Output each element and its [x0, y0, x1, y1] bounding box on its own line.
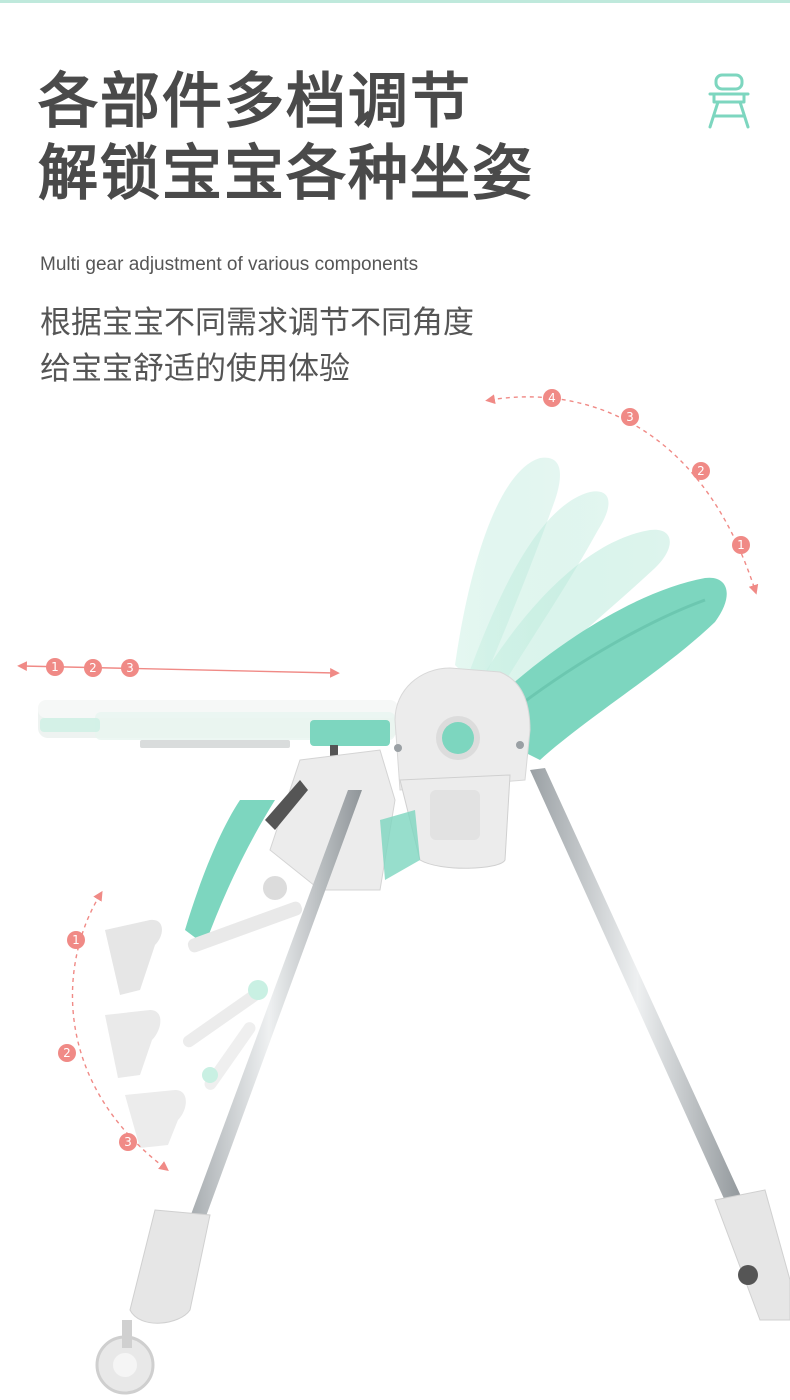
- svg-text:2: 2: [697, 464, 705, 478]
- svg-text:3: 3: [626, 410, 634, 424]
- chair-legs: [95, 768, 790, 1395]
- tray-gear-marker-1: 1: [46, 658, 64, 676]
- seat-hinge: [394, 667, 531, 869]
- svg-text:1: 1: [51, 660, 59, 674]
- english-subtitle: Multi gear adjustment of various compone…: [40, 254, 419, 275]
- backrest-gear-marker-4: 4: [543, 389, 561, 407]
- description: 根据宝宝不同需求调节不同角度 给宝宝舒适的使用体验: [40, 300, 474, 392]
- svg-text:1: 1: [72, 933, 80, 947]
- footrest-gear-marker-2: 2: [58, 1044, 76, 1062]
- backrest-gear-marker-2: 2: [692, 462, 710, 480]
- svg-text:2: 2: [63, 1046, 71, 1060]
- description-line-2: 给宝宝舒适的使用体验: [40, 351, 350, 387]
- footrest-adjust-indicator: 1 2 3: [58, 890, 169, 1171]
- tray-adjust-indicator: 1 2 3: [17, 658, 340, 678]
- backrest-adjust-indicator: 4 3 2 1: [485, 389, 759, 595]
- high-chair-icon: [708, 73, 750, 129]
- tray-gear-marker-3: 3: [121, 659, 139, 677]
- svg-text:1: 1: [737, 538, 745, 552]
- high-chair-illustration: 1 2 3 4 3 2 1: [17, 389, 790, 1395]
- svg-text:4: 4: [548, 391, 556, 405]
- svg-text:3: 3: [124, 1135, 132, 1149]
- top-accent-strip: [0, 0, 790, 3]
- tray: [38, 700, 398, 761]
- description-line-1: 根据宝宝不同需求调节不同角度: [40, 305, 474, 341]
- headline-line-2: 解锁宝宝各种坐姿: [38, 139, 534, 209]
- backrest-gear-marker-3: 3: [621, 408, 639, 426]
- svg-text:3: 3: [126, 661, 134, 675]
- frame-side: [185, 749, 420, 945]
- footrest-gear-marker-1: 1: [67, 931, 85, 949]
- tray-gear-marker-2: 2: [84, 659, 102, 677]
- headline: 各部件多档调节 解锁宝宝各种坐姿: [38, 66, 534, 210]
- backrest-gear-marker-1: 1: [732, 536, 750, 554]
- footrest-gear-marker-3: 3: [119, 1133, 137, 1151]
- headline-line-1: 各部件多档调节: [38, 67, 472, 137]
- svg-text:2: 2: [89, 661, 97, 675]
